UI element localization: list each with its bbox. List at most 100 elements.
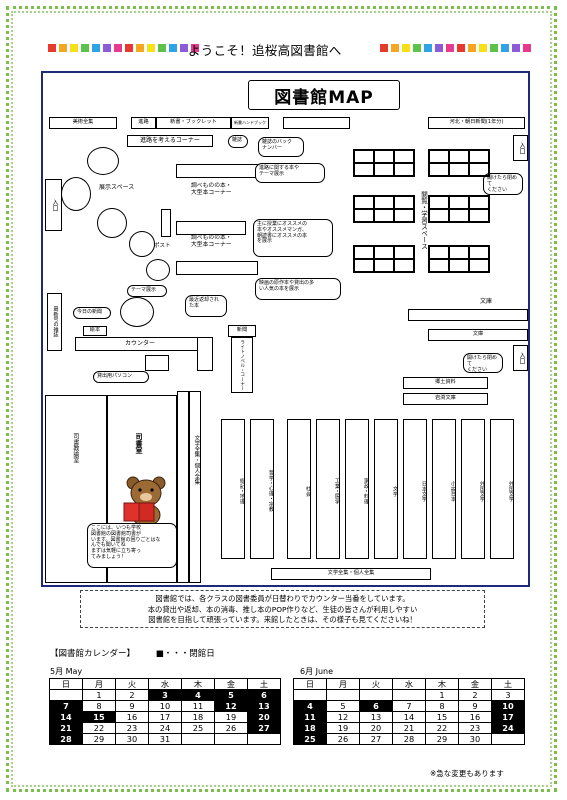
entrance-right-bottom: 入口: [513, 345, 528, 371]
weekday-header: 月: [82, 678, 116, 690]
closed-day: 14: [49, 711, 83, 723]
reading-table-6: [428, 245, 490, 273]
calendar-day: 2: [115, 689, 149, 701]
calendar-day: [359, 689, 393, 701]
counter-label: カウンター: [75, 337, 205, 351]
calendar-day: 31: [148, 733, 182, 745]
calendar-day: 22: [425, 722, 459, 734]
shelf-mid-2: [176, 221, 246, 235]
calendar-title: 【図書館カレンダー】 ■・・・閉館日: [50, 647, 215, 659]
pc-label: 貸出用パソコン: [93, 371, 149, 383]
closed-day: 18: [293, 722, 327, 734]
bottom-shelf: 文学全集・個人全集: [271, 568, 431, 580]
closed-day: 4: [181, 689, 215, 701]
weekday-header: 水: [148, 678, 182, 690]
table-oval-4: [129, 231, 155, 257]
calendar-day: 25: [181, 722, 215, 734]
magazine-latest: 最新号の雑誌: [47, 293, 62, 351]
shelf-column: 社会: [287, 419, 311, 559]
shinkan-label: 新聞: [228, 325, 256, 337]
calendar-day: 3: [491, 689, 525, 701]
ref-corner-2: 調べものの本・ 大型本コーナー: [191, 235, 232, 248]
calendar-day: 18: [181, 711, 215, 723]
please-close-top: 開けたら閉めて ください: [483, 173, 523, 195]
reading-label: 閲覧・学習スペース: [419, 191, 428, 250]
info-line-1: 図書館では、各クラスの図書委員が日替わりでカウンター当番をしています。: [155, 594, 410, 603]
closed-day: 7: [49, 700, 83, 712]
movie-label: 映画の原作本や貸出の多 い人気の本を展示: [255, 278, 341, 300]
calendar-day: 9: [115, 700, 149, 712]
ref-corner-1: 調べものの本・ 大型本コーナー: [191, 183, 232, 196]
decor-dot: [402, 44, 410, 52]
shelf-newspaper: 河北・朝日新聞(1年分): [428, 117, 525, 129]
return-post-label: 返却ポスト: [143, 243, 171, 249]
calendar-day: 8: [82, 700, 116, 712]
shelf-art: 美術全集: [49, 117, 117, 129]
closed-day: 21: [49, 722, 83, 734]
decor-dot: [147, 44, 155, 52]
closed-day: 4: [293, 700, 327, 712]
calendar-day: 16: [458, 711, 492, 723]
may-label: 5月 May: [50, 667, 83, 676]
calendar-day: 12: [326, 711, 360, 723]
calendar-note: ※急な変更もあります: [430, 769, 504, 778]
counter-side: [197, 337, 213, 371]
magazine-back-label: 雑誌のバック ナンバー: [258, 137, 304, 157]
page-title: ようこそ！追桜高図書館へ: [188, 43, 342, 58]
decor-dot: [169, 44, 177, 52]
decor-dot: [114, 44, 122, 52]
iwanami-shelf: 岩渕文庫: [403, 393, 488, 405]
shelf-column: 外国文学: [490, 419, 514, 559]
weekday-header: 土: [491, 678, 525, 690]
closed-day: 3: [148, 689, 182, 701]
shelf-small-left: [161, 209, 171, 237]
calendar-day: 28: [392, 733, 426, 745]
calendar-day: 8: [425, 700, 459, 712]
calendar-day: 24: [148, 722, 182, 734]
decor-dot: [103, 44, 111, 52]
decor-dot: [59, 44, 67, 52]
calendar-day: [293, 689, 327, 701]
weekday-header: 日: [293, 678, 327, 690]
table-oval-1: [87, 147, 119, 175]
theme-label: テーマ展示: [127, 285, 167, 297]
closed-day: 25: [293, 733, 327, 745]
calendar-day: 11: [181, 700, 215, 712]
shelf-bunko-1: [408, 309, 528, 321]
calendar-day: [392, 689, 426, 701]
bear-message: ここには、いつも学校 図書館の図書館司書が います。図書館の困りごとはな んでも…: [87, 523, 177, 568]
calendar-legend: ■・・・閉館日: [155, 649, 215, 659]
table-oval-3: [97, 208, 127, 238]
reading-table-3: [353, 195, 415, 223]
decor-dot: [158, 44, 166, 52]
calendar-day: 20: [359, 722, 393, 734]
weekday-header: 水: [392, 678, 426, 690]
calendar-day: 7: [392, 700, 426, 712]
calendar-day: 27: [359, 733, 393, 745]
calendar-day: [491, 733, 525, 745]
shelf-column: 外国文学: [461, 419, 485, 559]
weekday-header: 金: [458, 678, 492, 690]
shelf-career: 進路: [131, 117, 156, 129]
calendar-day: 23: [458, 722, 492, 734]
calendar-day: 29: [82, 733, 116, 745]
closed-day: 17: [491, 711, 525, 723]
reading-table-5: [353, 245, 415, 273]
calendar-day: [326, 689, 360, 701]
shelf-bunko-2: 文庫: [428, 329, 528, 341]
decor-dot: [180, 44, 188, 52]
closed-day: 10: [491, 700, 525, 712]
june-label: 6月 June: [300, 667, 334, 676]
closed-day: 5: [214, 689, 248, 701]
calendar-day: 16: [115, 711, 149, 723]
weekday-header: 土: [247, 678, 281, 690]
decor-dot: [92, 44, 100, 52]
shelf-column: 家政・料理: [345, 419, 369, 559]
closed-day: 27: [247, 722, 281, 734]
info-line-2: 本の貸出や返却、本の消毒、推し本のPOP作りなど、生徒の皆さんが利用しやすい: [147, 604, 418, 614]
entrance-left: 入口: [45, 179, 62, 231]
decor-dot: [70, 44, 78, 52]
shelf-column: 文学: [374, 419, 398, 559]
decor-dot: [523, 44, 531, 52]
